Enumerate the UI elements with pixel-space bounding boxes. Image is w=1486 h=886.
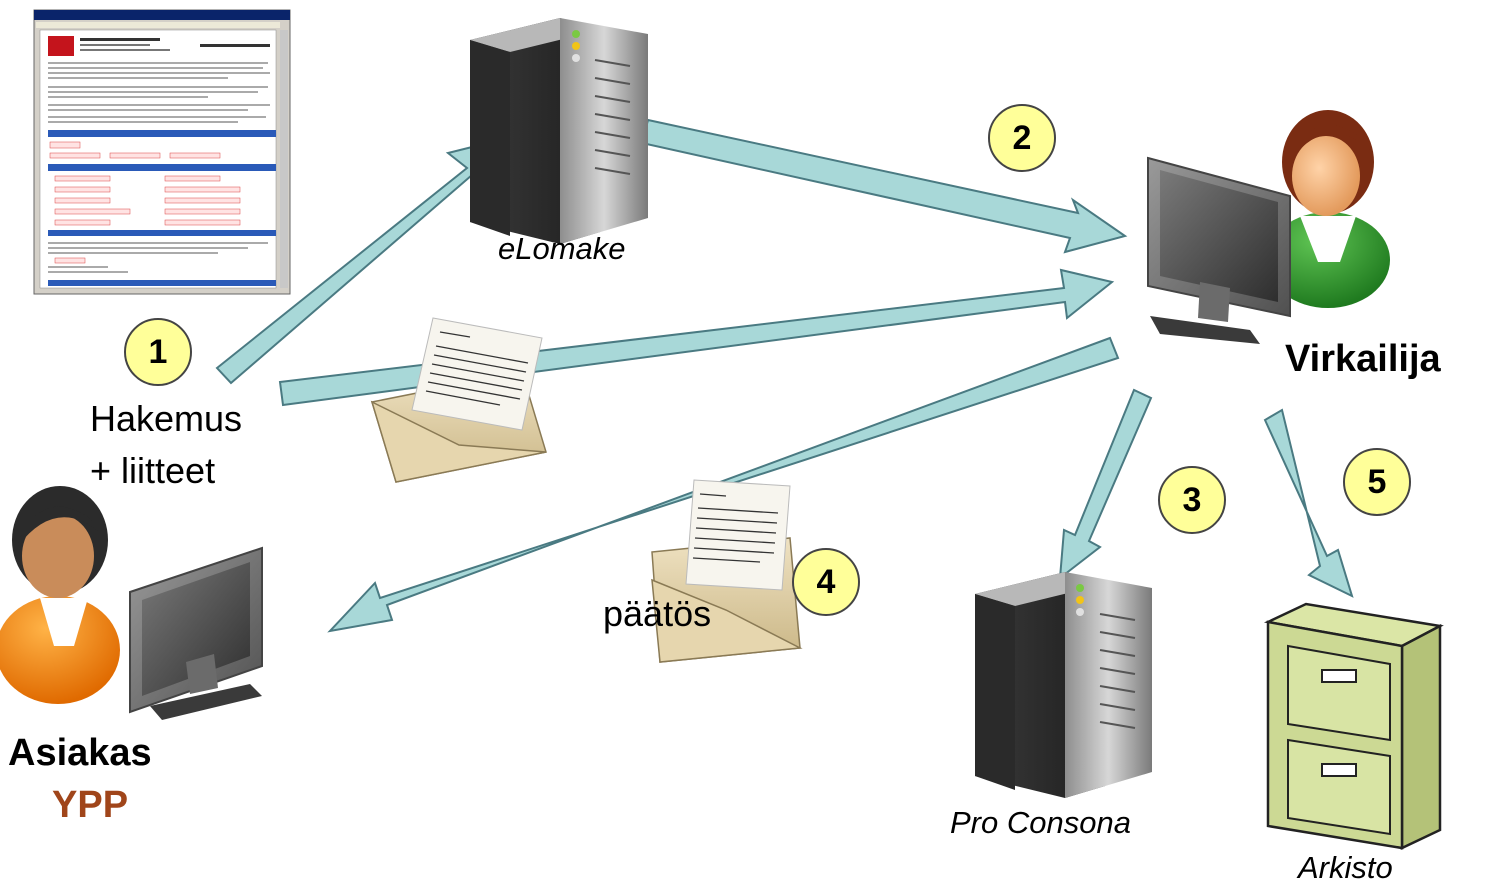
arrow-3-to-pro-consona xyxy=(1058,388,1153,581)
asiakas-person-computer-icon xyxy=(0,486,263,720)
step-4-badge: 4 xyxy=(792,548,860,616)
step-2-badge: 2 xyxy=(988,104,1056,172)
hakemus-letter-envelope-icon xyxy=(370,317,547,483)
pro-consona-server-icon xyxy=(975,572,1152,798)
web-form-screenshot-icon xyxy=(33,9,291,295)
step-3-badge: 3 xyxy=(1158,466,1226,534)
virkailija-label: Virkailija xyxy=(1285,338,1441,380)
asiakas-label: Asiakas xyxy=(8,732,152,774)
hakemus-label: Hakemus xyxy=(90,398,243,439)
arkisto-label: Arkisto xyxy=(1298,850,1393,885)
pro-consona-label: Pro Consona xyxy=(950,805,1131,840)
virkailija-person-computer-icon xyxy=(1147,110,1390,344)
paatos-label: päätös xyxy=(603,593,712,634)
step-5-badge: 5 xyxy=(1343,448,1411,516)
arkisto-file-cabinet-icon xyxy=(1263,602,1444,850)
elomake-server-icon xyxy=(470,18,648,244)
arrow-5-to-arkisto xyxy=(1263,408,1354,598)
paatos-letter-envelope-icon xyxy=(651,479,803,663)
arrow-2-elomake-to-virkailija xyxy=(640,118,1128,254)
liitteet-label: + liitteet xyxy=(90,450,216,491)
step-1-badge: 1 xyxy=(124,318,192,386)
ypp-label: YPP xyxy=(52,784,129,826)
elomake-label: eLomake xyxy=(498,231,626,266)
